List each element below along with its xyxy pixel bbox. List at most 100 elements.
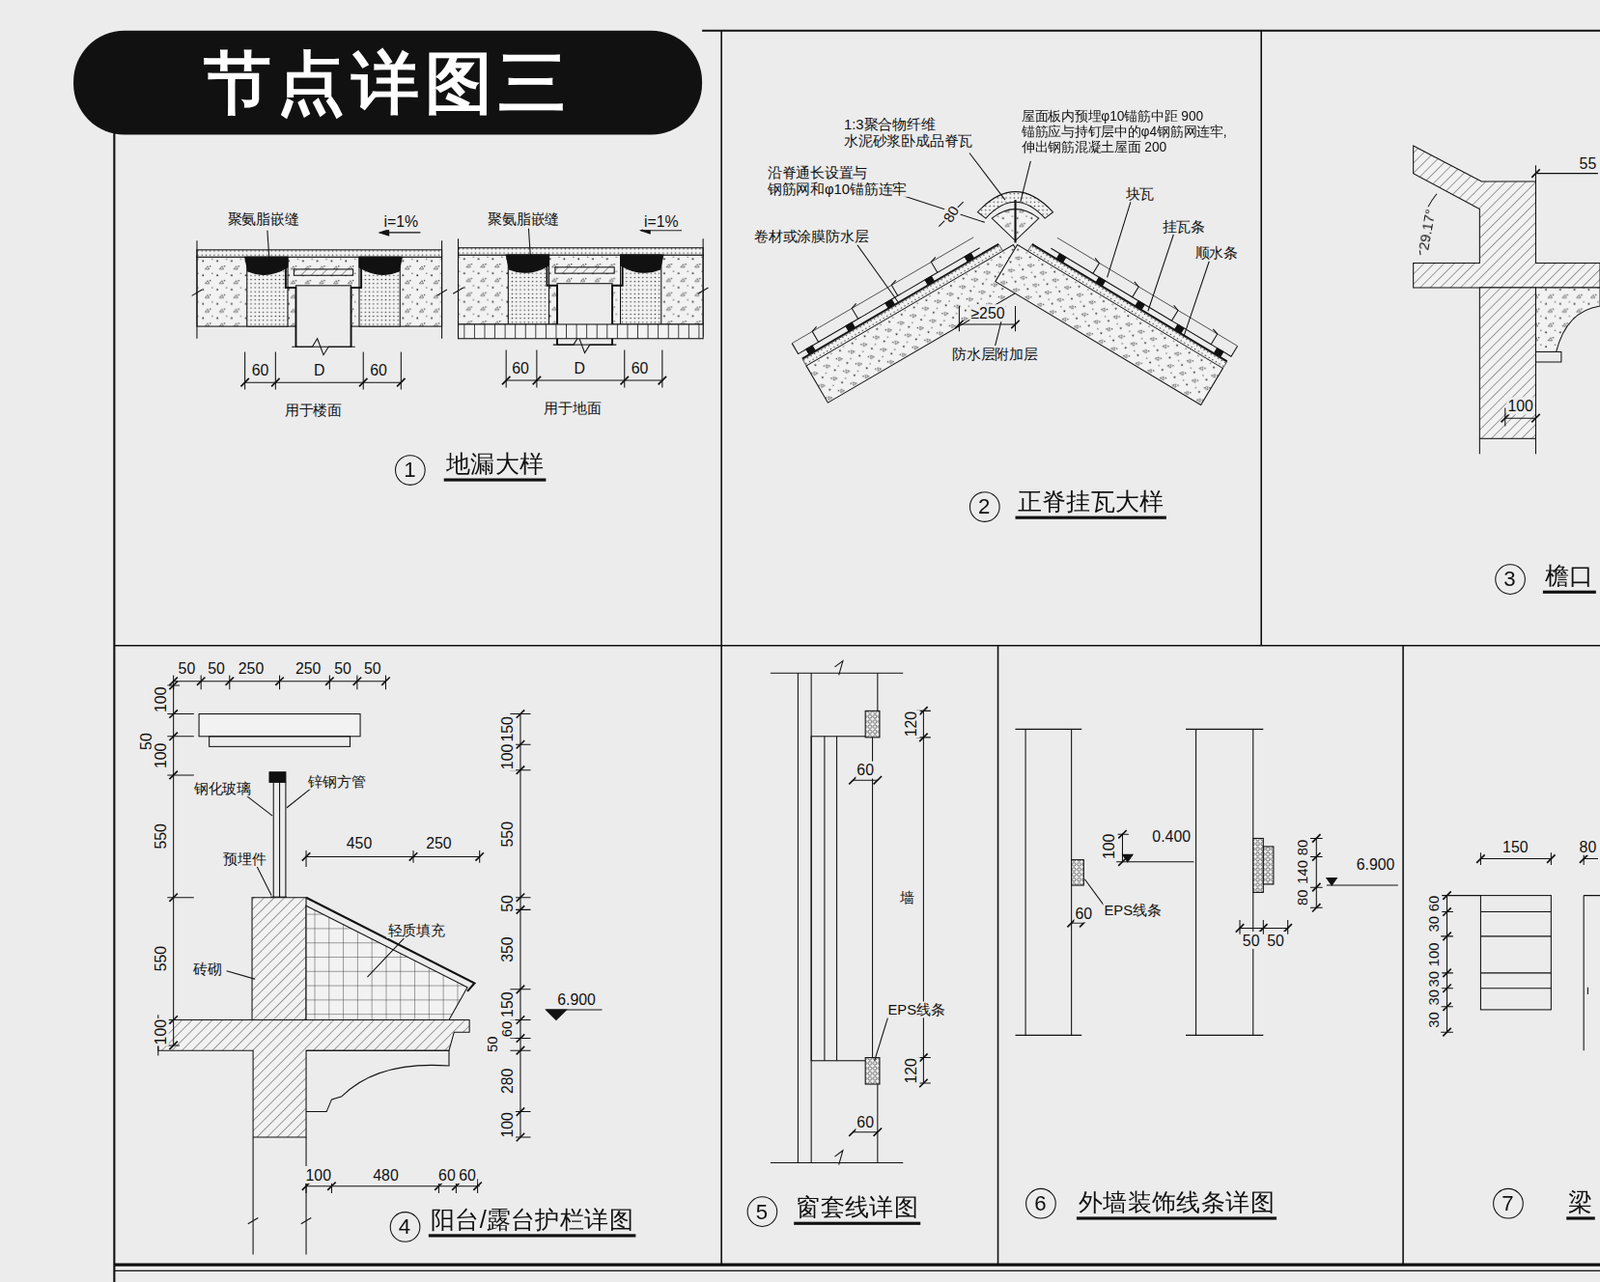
drawing-line [113,1263,1600,1266]
drawing-line [353,677,362,686]
dimension-text: 550 [151,945,169,974]
drawing-line [1071,860,1085,886]
dimension-text: 100 [1506,396,1535,415]
dimension-text: 120 [902,710,921,739]
note-text: EPS线条 [886,1001,946,1018]
drawing-line [275,677,283,686]
drawing-line [458,324,704,339]
drawing-line [1476,854,1485,863]
note-text: 卷材或涂膜防水层 [753,228,870,246]
dimension-text: 50 [333,659,353,677]
dimension-text: 60 [499,1020,516,1039]
dimension-text: 50 [1265,931,1286,950]
callout-number: 7 [1492,1187,1524,1219]
detail-panel: 1地漏大样 [113,30,722,646]
note-text: 轻质填充 [387,922,447,939]
note-text: 聚氨脂嵌缝 [486,211,561,228]
drawing-line [271,378,280,387]
drawing-line [1312,883,1320,892]
drawing-line [1442,969,1451,978]
detail-caption: 正脊挂瓦大样 [1015,487,1167,520]
dimension-text: 280 [498,1067,516,1096]
drawing-line [168,1015,177,1024]
sheet-title: 节点详图三 [73,30,702,136]
drawing-line [1253,838,1264,893]
drawing-line [168,681,177,690]
detail-panel: 3檐口 [1261,30,1600,646]
drawing-line [306,905,468,1020]
drawing-line [516,1034,525,1042]
wall-molding-section [1015,729,1399,1036]
dimension-text: 30 [1425,915,1442,934]
callout-number: 4 [389,1211,421,1243]
dimension-text: 100 [151,742,169,771]
drawing-line [919,1079,927,1088]
dimension-text: 30 [1425,970,1442,989]
detail-caption: 檐口 [1543,561,1597,594]
dimension-text: 50 [363,659,383,677]
note-text: 沿脊通长设置与 钢筋网和φ10锚筋连牢 [766,164,918,197]
drawing-line [1263,846,1274,885]
note-text: 挂瓦条 [1161,218,1207,235]
drawing-line [1440,896,1481,1034]
drawing-line [865,1058,880,1085]
drawing-line [452,227,708,389]
dimension-text: 250 [294,659,323,677]
drawing-line [1084,879,1104,906]
drawing-line [1310,838,1323,908]
drawing-line [1480,912,1551,989]
detail-panel: 4阳台/露台护栏详图 [113,645,722,1265]
drawing-line [1326,878,1338,886]
drawing-line [325,677,334,686]
drawing-line [938,201,963,226]
dimension-text: 60 [1425,895,1442,914]
note-text: 钢化玻璃 [193,780,253,797]
drawing-line [916,710,931,1084]
dimension-text: 50 [483,1036,501,1055]
drawing-line [1442,1028,1451,1037]
drawing-line [158,1020,470,1138]
drawing-line [824,736,838,1062]
drawing-line [919,706,927,715]
dimension-text: 250 [424,835,453,853]
drawing-line [1312,852,1320,861]
drawing-line [995,220,1239,406]
drawing-line [168,709,177,718]
callout-number: 6 [1025,1187,1057,1219]
drawing-line [209,736,351,748]
drawing-line [1535,287,1600,353]
drawing-line [721,30,1404,1265]
drawing-line [1531,168,1540,177]
drawing-line [1501,414,1510,422]
detail-caption: 地漏大样 [444,449,547,482]
floor-drain-section [192,227,709,391]
drawing-line [113,645,1600,647]
note-text: 屋面板内预埋φ10锚筋中距 900 锚筋应与持钉层中的φ4钢筋网连牢, 伸出钢筋… [1020,110,1256,156]
drawing-line [306,898,475,992]
beam-bracket-section [1440,852,1600,1051]
drawing-line [1013,199,1016,243]
dimension-text: 150 [1501,838,1530,856]
drawing-line [73,30,702,136]
drawing-line [533,376,541,385]
drawing-line [168,732,177,741]
dimension-text: D [572,359,587,377]
drawing-line [409,852,418,861]
drawing-line [1312,834,1320,843]
drawing-line [1480,896,1551,1011]
drawing-line [516,1107,525,1116]
note-text: 用于地面 [542,399,602,417]
dimension-text: 6.900 [1355,855,1397,873]
drawing-line [954,320,963,329]
drawing-line [306,1050,450,1112]
sheet-frame [73,30,1600,1282]
drawing-line [269,772,286,784]
note-text: 用于楼面 [283,401,343,419]
dimension-text: 100 [1425,941,1442,968]
dimension-text: 550 [498,820,516,849]
drawing-line [168,771,177,780]
detail-caption: 外墙装饰线条详图 [1076,1188,1277,1221]
drawing-line [516,709,525,718]
drawing-line [1535,351,1561,363]
drawing-line [302,852,310,861]
